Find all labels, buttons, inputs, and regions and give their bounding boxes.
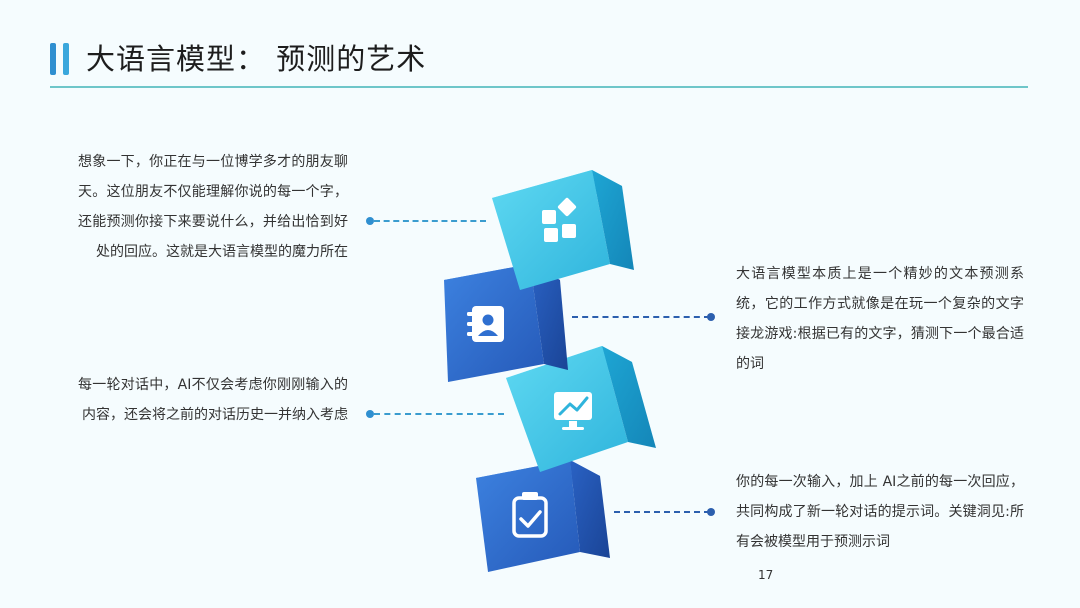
title-accent-bar-icon (63, 43, 69, 75)
connector-dot-icon (366, 410, 374, 418)
title-accent-bar-icon (50, 43, 56, 75)
connector-line (614, 511, 710, 513)
grid-apps-icon (542, 197, 577, 242)
paragraph-prediction-system: 大语言模型本质上是一个精妙的文本预测系统，它的工作方式就像是在玩一个复杂的文字接… (736, 266, 1024, 372)
paragraph-friend-chat: 想象一下，你正在与一位博学多才的朋友聊天。这位朋友不仅能理解你说的每一个字，还能… (78, 154, 348, 260)
paragraph-prompt-insight: 你的每一次输入，加上 AI之前的每一次回应，共同构成了新一轮对话的提示词。关键洞… (736, 474, 1024, 550)
cube-clipboard (476, 460, 610, 572)
contact-book-icon (467, 306, 504, 342)
connector-line (374, 413, 504, 415)
cube-grid (492, 170, 634, 290)
title-divider (50, 86, 1028, 88)
cube-monitor (506, 346, 656, 472)
connector-dot-icon (707, 313, 715, 321)
connector-line (374, 220, 486, 222)
connector-dot-icon (366, 217, 374, 225)
cube-stack-illustration (444, 170, 656, 572)
connector-dot-icon (707, 508, 715, 516)
clipboard-check-icon (512, 492, 548, 538)
monitor-chart-icon (554, 392, 592, 430)
paragraph-dialogue-history: 每一轮对话中，AI不仅会考虑你刚刚输入的内容，还会将之前的对话历史一并纳入考虑 (78, 377, 348, 423)
slide-title: 大语言模型： 预测的艺术 (86, 42, 427, 76)
cube-contact (444, 264, 568, 382)
page-number: 17 (758, 568, 774, 582)
connector-line (572, 316, 710, 318)
